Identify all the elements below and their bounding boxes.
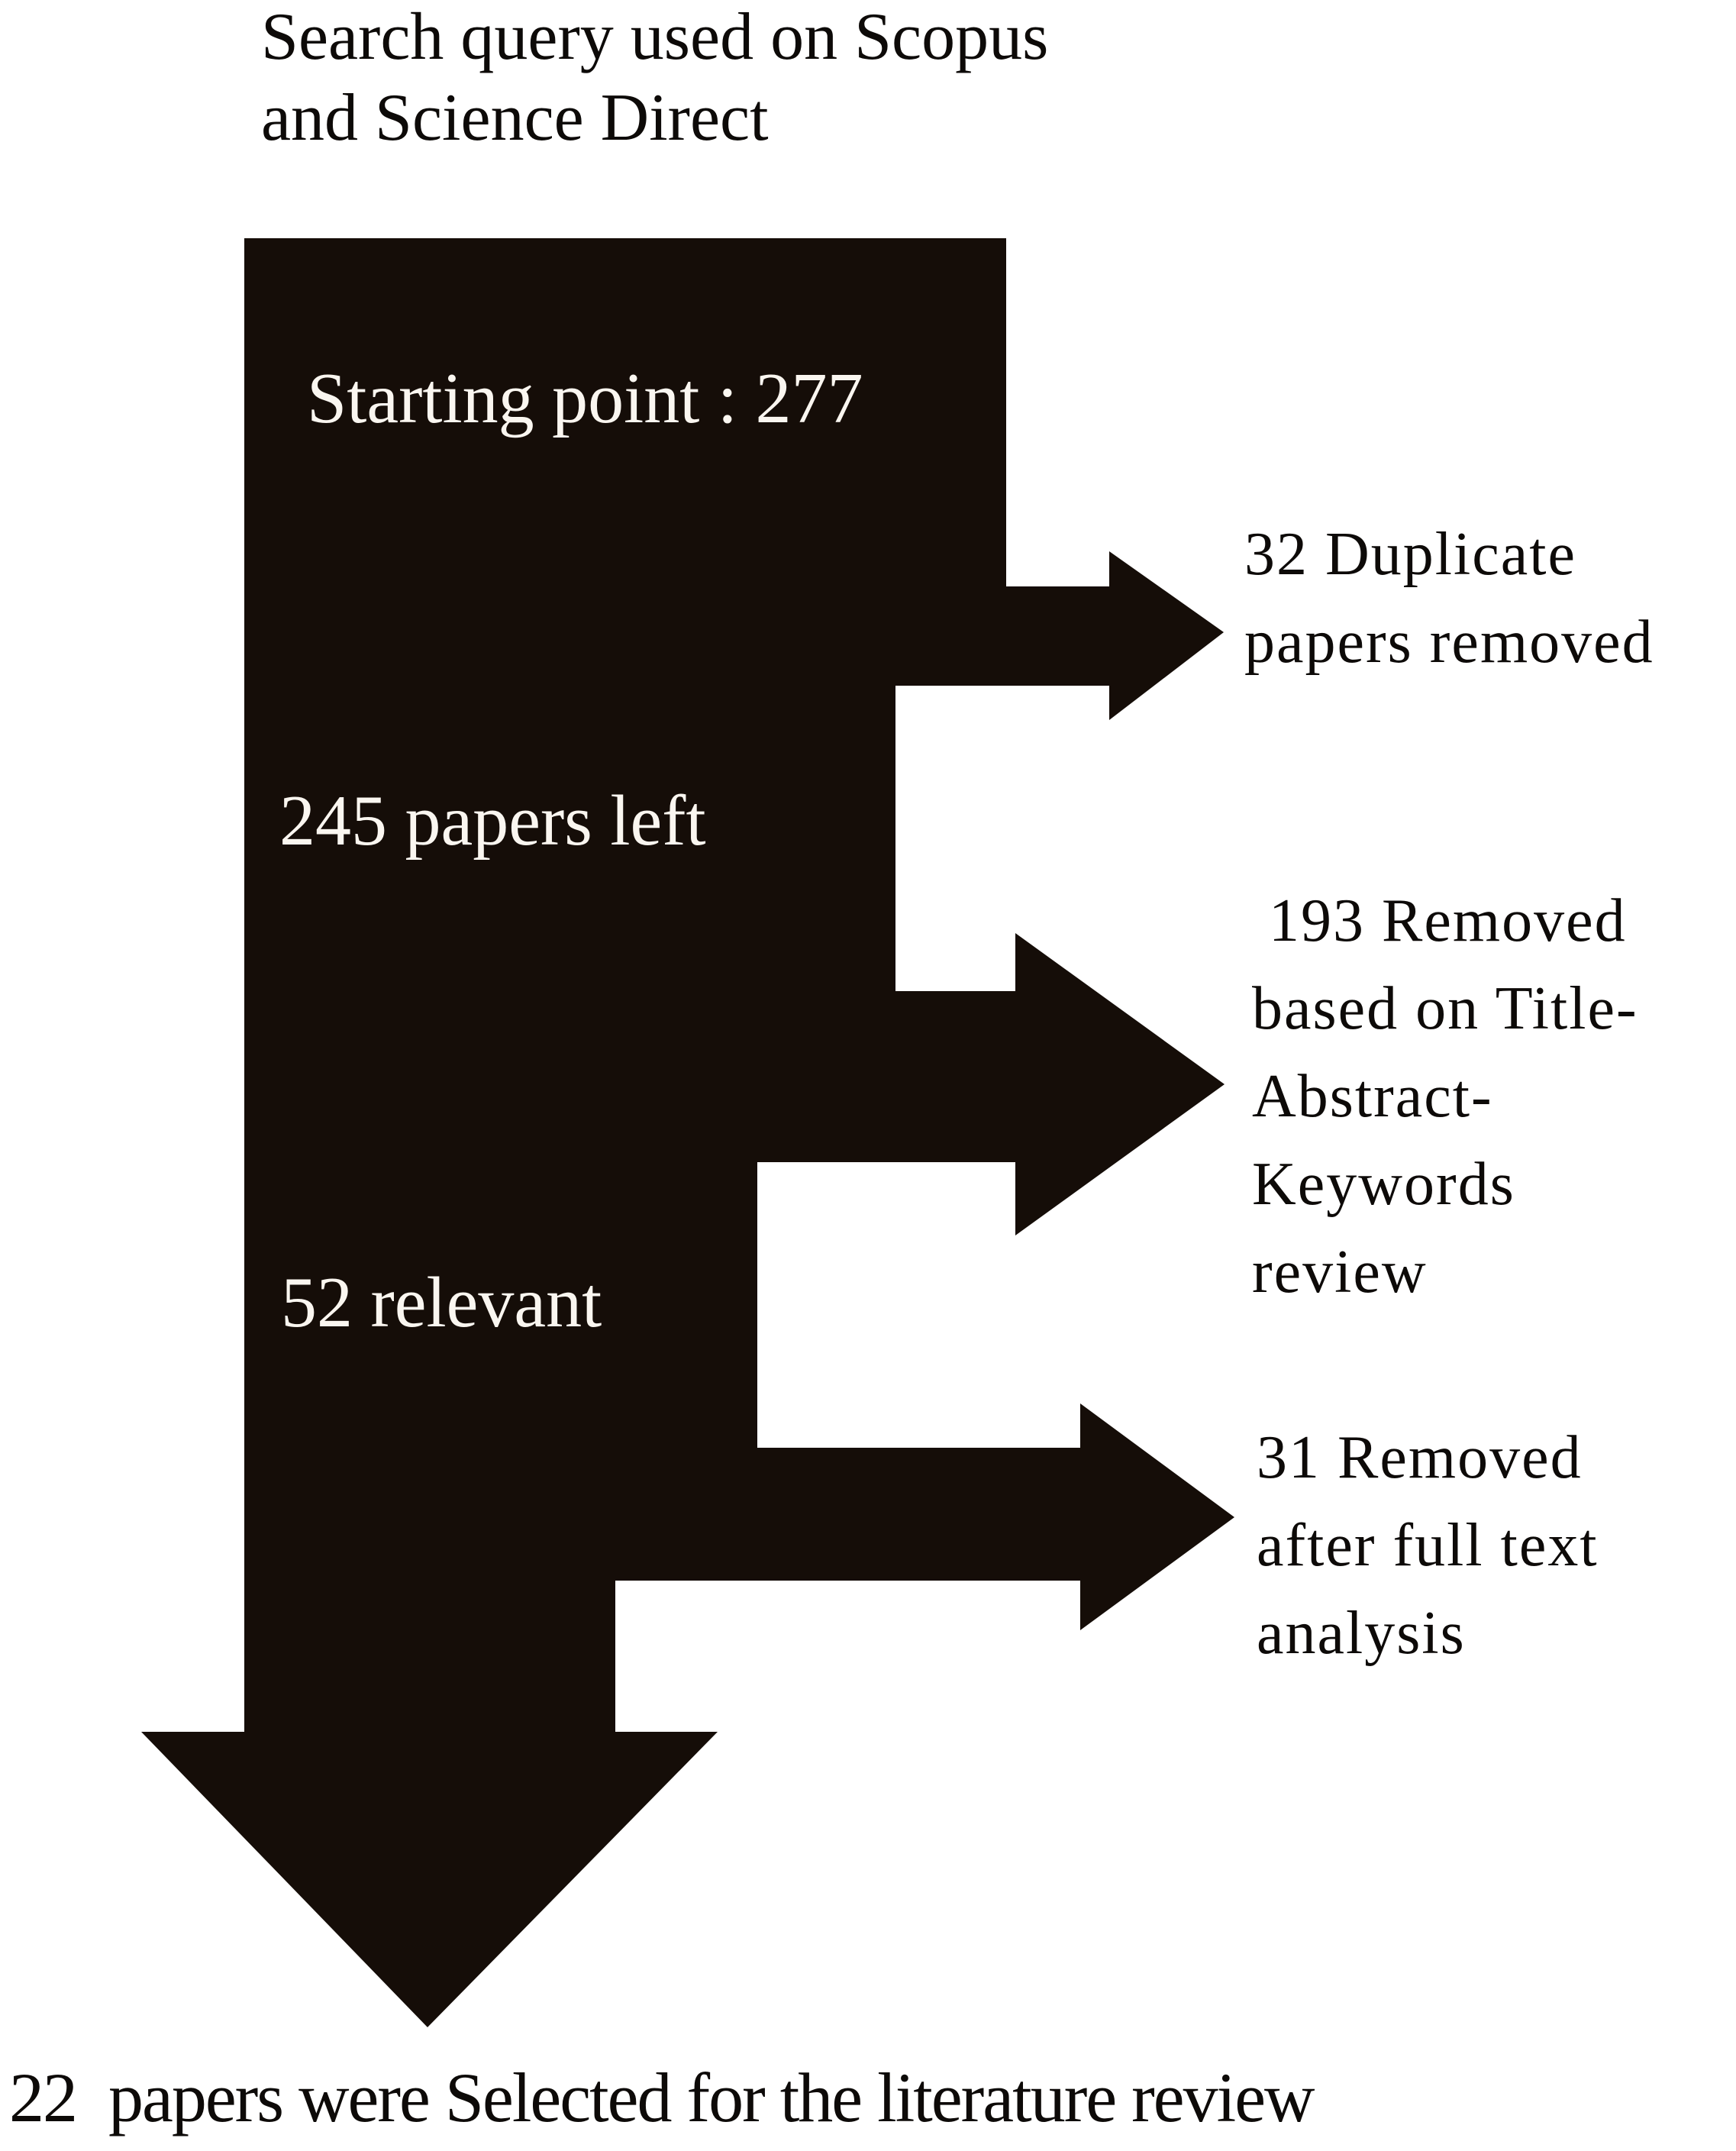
branch-label-full-text: 31 Removed after full text analysis xyxy=(1257,1424,1599,1667)
stage-papers-left: 245 papers left xyxy=(279,781,706,861)
branch-arrow-full-text xyxy=(718,1403,1234,1630)
diagram-footer: 22 papers were Selected for the literatu… xyxy=(9,2059,1315,2136)
branch-label-duplicates: 32 Duplicate papers removed xyxy=(1244,521,1654,676)
main-down-arrow xyxy=(141,238,1006,2027)
branch-arrow-title-abstract-keywords xyxy=(832,933,1225,1235)
stage-starting-point: Starting point : 277 xyxy=(307,359,863,438)
branch-arrow-duplicates xyxy=(947,551,1224,720)
stage-relevant: 52 relevant xyxy=(281,1263,602,1342)
diagram-title: Search query used on Scopus and Science … xyxy=(261,0,1049,155)
branch-label-title-abstract-keywords: 193 Removed based on Title- Abstract- Ke… xyxy=(1252,887,1638,1306)
